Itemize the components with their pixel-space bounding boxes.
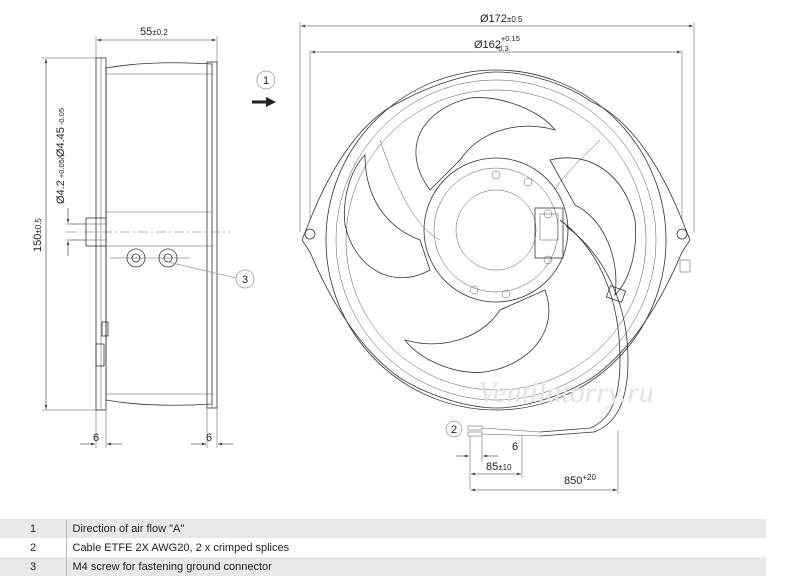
- strip-dim: 6: [512, 441, 518, 453]
- height-dimension: 150±0.5: [32, 218, 44, 252]
- legend-text: Direction of air flow "A": [66, 519, 766, 538]
- airflow-arrow: 1: [252, 70, 276, 107]
- hole-dimension: Ø4.2+0.05/Ø4.45-0.05: [55, 108, 67, 204]
- callout-1: 1: [263, 75, 269, 87]
- legend-table: 1 Direction of air flow "A" 2 Cable ETFE…: [0, 519, 766, 576]
- watermark: Ventilatorry.ru: [478, 376, 654, 409]
- screw-mount: [110, 248, 190, 268]
- splice-dim: 85±10: [486, 461, 512, 473]
- legend-row: 1 Direction of air flow "A": [0, 519, 766, 538]
- legend-number: 2: [0, 538, 67, 557]
- callout-2: 2: [451, 424, 457, 436]
- legend-row: 3 M4 screw for fastening ground connecto…: [0, 557, 766, 576]
- outer-diameter-dim: Ø172±0.5: [480, 13, 523, 25]
- flange-right-dim: 6: [206, 432, 212, 444]
- technical-drawing: 3 55±0.2 150±0.5 Ø4.2+0.05/Ø4.45-0.05 6 …: [32, 13, 695, 494]
- legend-number: 3: [0, 557, 67, 576]
- legend-number: 1: [0, 519, 67, 538]
- flange-left-dim: 6: [93, 432, 99, 444]
- callout-3: 3: [242, 274, 248, 286]
- fan-blades: [344, 97, 636, 373]
- legend-text: M4 screw for fastening ground connector: [66, 557, 766, 576]
- cable-length-dim: 850+20: [564, 473, 596, 487]
- inner-diameter-dim: Ø162+0.15-0.3: [474, 34, 520, 53]
- legend-row: 2 Cable ETFE 2X AWG20, 2 x crimped splic…: [0, 538, 766, 557]
- width-dimension: 55±0.2: [140, 26, 168, 38]
- front-view: 2 Ø172±0.5 Ø162+0.15-0.3 6 85±10 850+20: [299, 13, 695, 494]
- side-view: 3 55±0.2 150±0.5 Ø4.2+0.05/Ø4.45-0.05 6 …: [32, 26, 255, 448]
- legend-text: Cable ETFE 2X AWG20, 2 x crimped splices: [66, 538, 766, 557]
